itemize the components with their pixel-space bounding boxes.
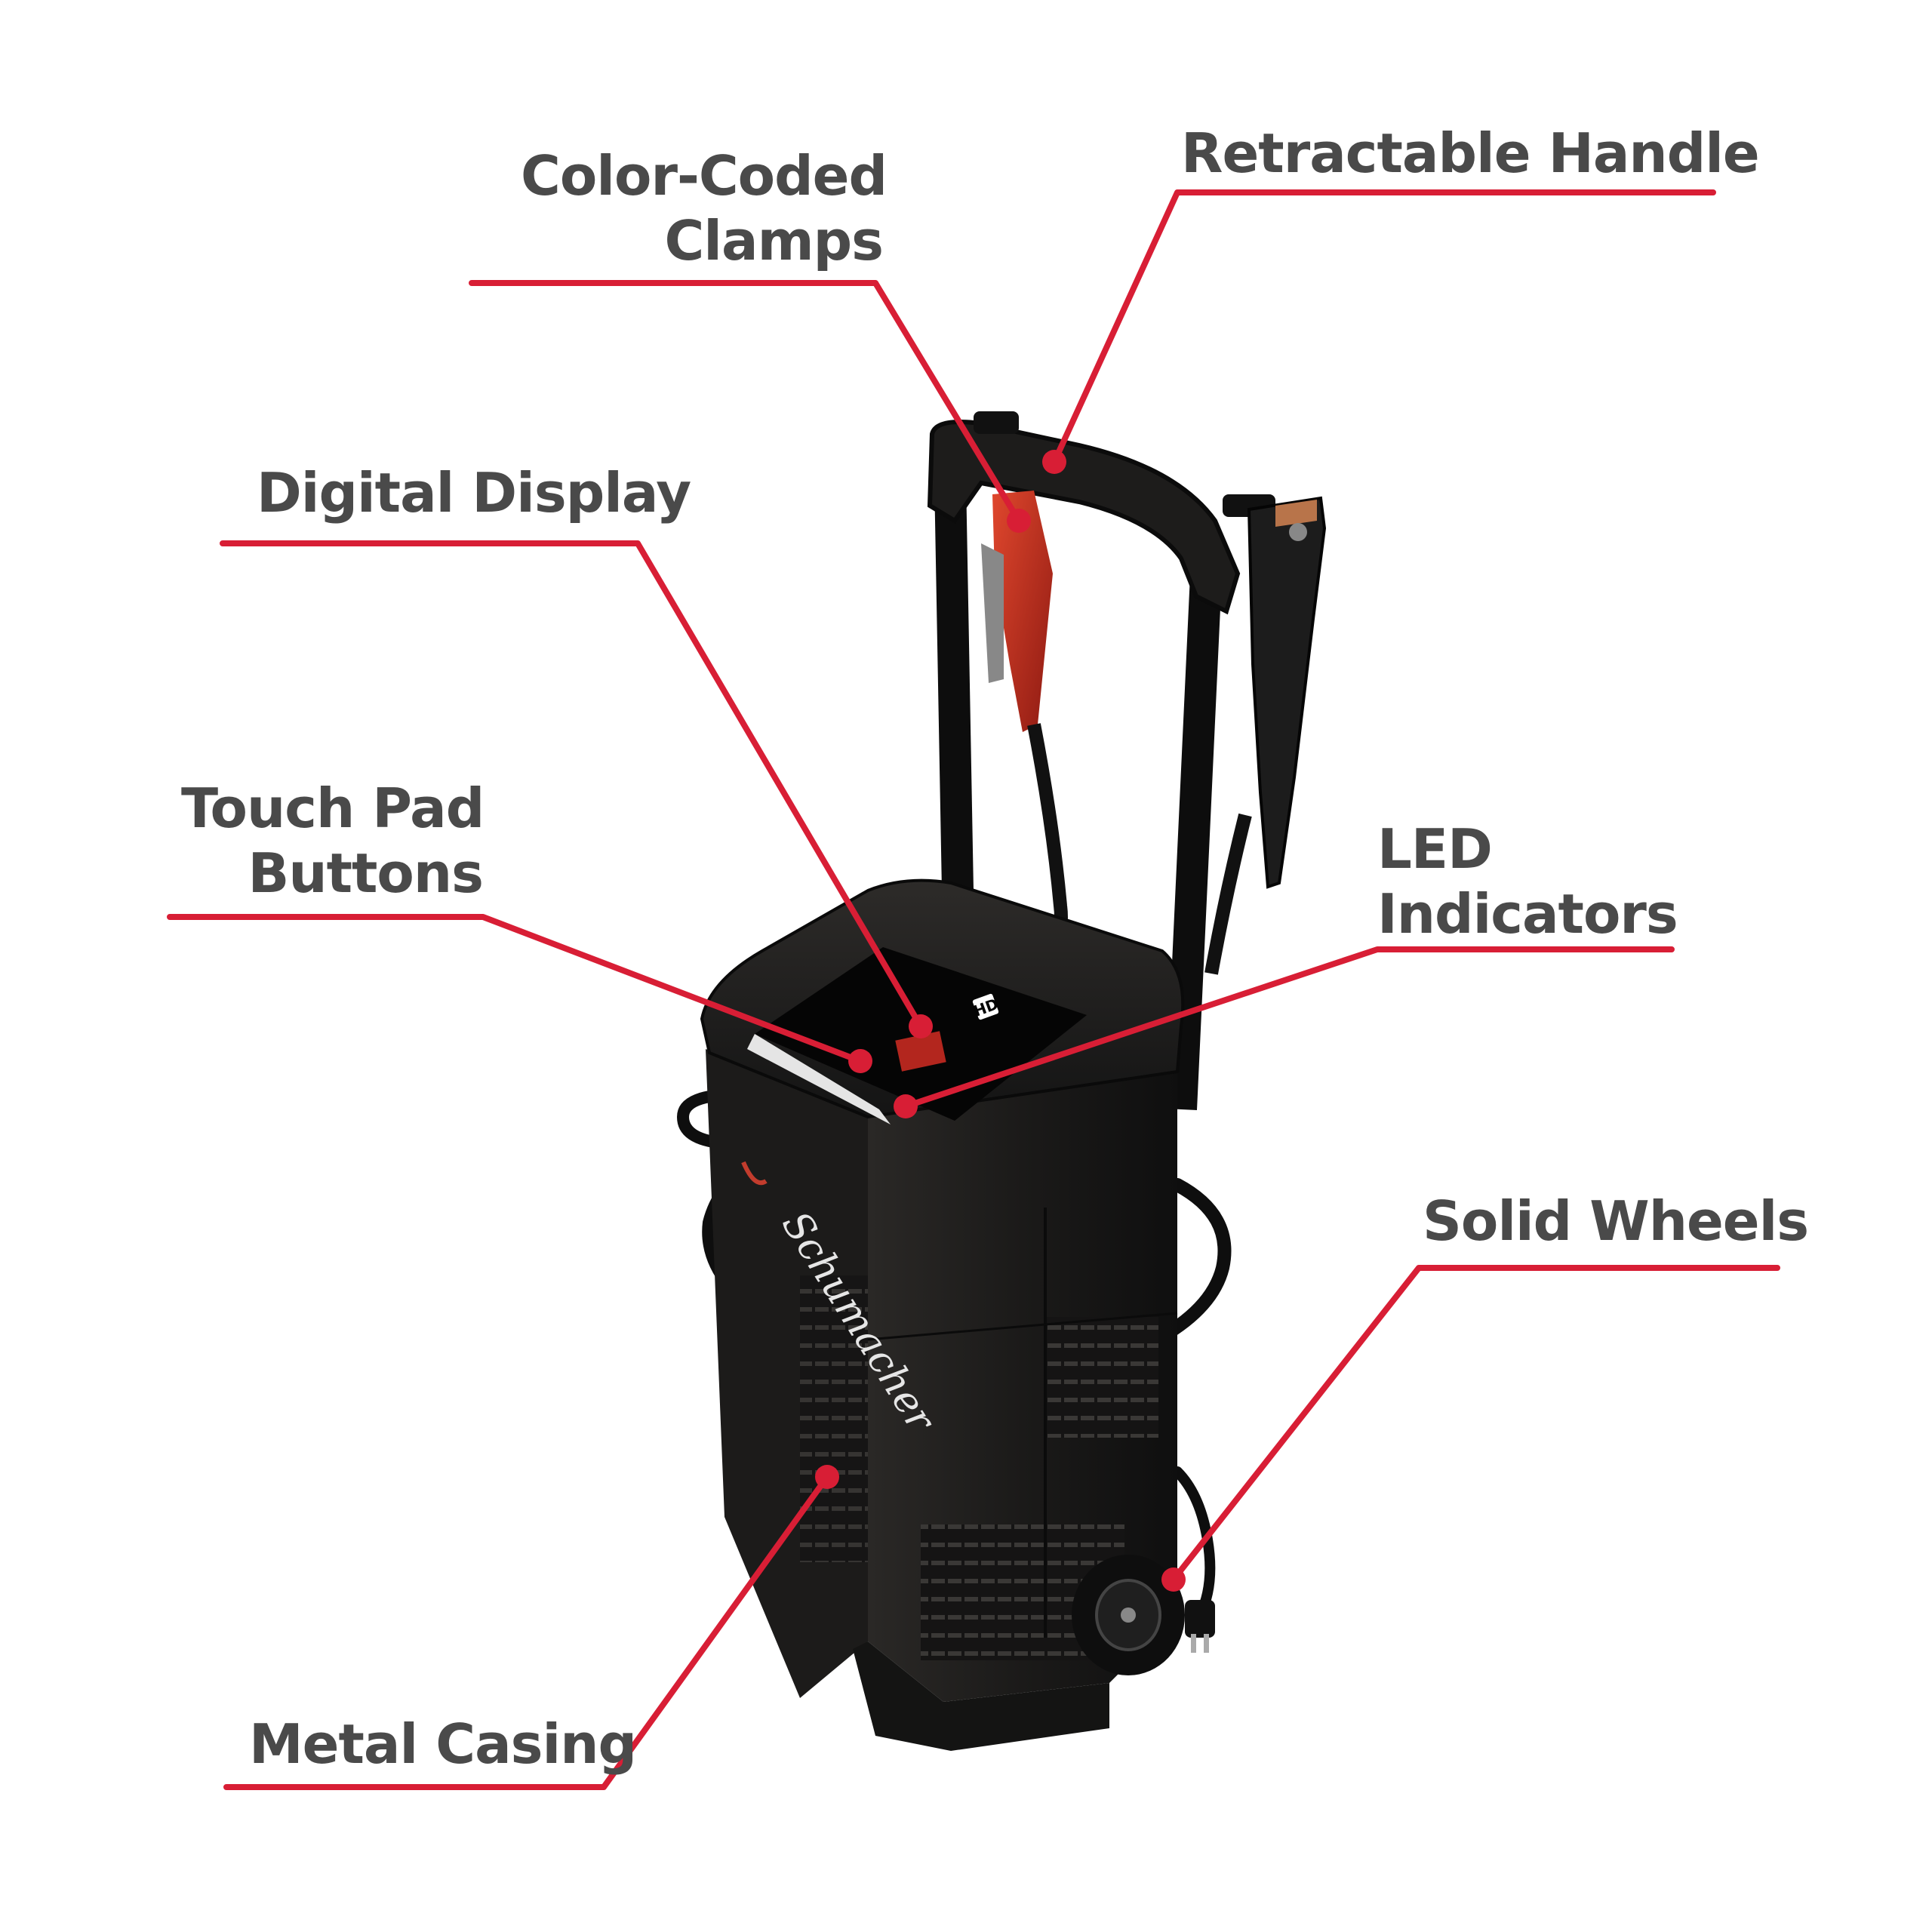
leader-handle xyxy=(1051,189,1716,465)
label-display-line-1: Digital Display xyxy=(257,461,691,525)
label-led-line-2: Indicators xyxy=(1377,882,1678,946)
leader-led xyxy=(903,946,1675,1109)
dot-handle xyxy=(1042,450,1066,474)
power-plug xyxy=(1185,1600,1215,1653)
dot-clamps xyxy=(1007,509,1031,533)
charger-body xyxy=(706,1049,1178,1751)
leader-casing xyxy=(223,1474,830,1790)
charger-top-panel: HD xyxy=(700,878,1185,1124)
label-casing-line-1: Metal Casing xyxy=(249,1712,637,1776)
label-solid-wheels: Solid Wheels xyxy=(1423,1189,1809,1254)
dot-display xyxy=(909,1014,933,1038)
black-clamp xyxy=(1204,496,1327,975)
leader-dots xyxy=(815,450,1186,1592)
label-clamps-line-2: Clamps xyxy=(664,209,884,272)
leader-clamps xyxy=(469,280,1022,524)
label-digital-display: Digital Display xyxy=(257,460,691,525)
solid-wheel xyxy=(1072,1555,1185,1675)
leader-lines xyxy=(167,189,1780,1790)
leader-wheels xyxy=(1171,1265,1780,1583)
leader-display xyxy=(220,540,924,1029)
label-touchpad-line-1: Touch Pad xyxy=(181,777,485,840)
label-retractable-handle: Retractable Handle xyxy=(1181,121,1760,186)
leader-touchpad xyxy=(167,914,863,1064)
label-led-line-1: LED xyxy=(1377,817,1493,881)
label-led-indicators: LED Indicators xyxy=(1377,817,1678,946)
label-color-coded-clamps: Color-Coded Clamps xyxy=(521,143,888,273)
label-wheels-line-1: Solid Wheels xyxy=(1423,1189,1809,1253)
dot-casing xyxy=(815,1465,839,1489)
label-clamps-line-1: Color-Coded xyxy=(521,144,888,208)
dot-touchpad xyxy=(848,1049,872,1073)
label-handle-line-1: Retractable Handle xyxy=(1181,122,1760,185)
red-clamp xyxy=(981,491,1068,959)
dot-wheels xyxy=(1161,1567,1186,1592)
label-metal-casing: Metal Casing xyxy=(249,1712,637,1777)
dot-led xyxy=(894,1094,918,1118)
label-touch-pad-buttons: Touch Pad Buttons xyxy=(181,776,485,906)
label-touchpad-line-2: Buttons xyxy=(248,841,484,905)
